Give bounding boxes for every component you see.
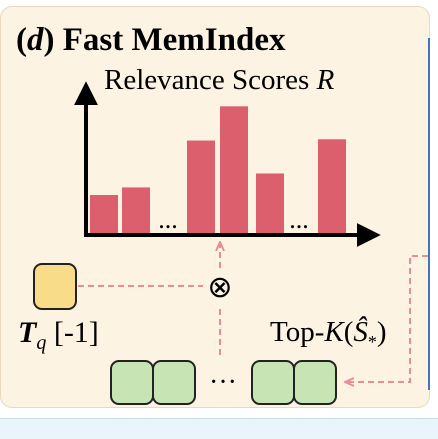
memory-block-2	[152, 360, 196, 405]
topk-k: K	[324, 316, 344, 348]
query-subscript: q	[36, 332, 47, 354]
relevance-bar-6	[318, 139, 346, 233]
chart-ellipsis-1: ...	[158, 205, 178, 234]
topk-label: Top-K(Ŝ*)	[270, 316, 387, 353]
topk-prefix: Top-	[270, 316, 325, 348]
relevance-bar-4	[220, 106, 248, 233]
relevance-bar-1	[90, 195, 118, 233]
relevance-bar-5	[256, 173, 284, 233]
chart-title-symbol: R	[316, 64, 335, 96]
relevance-bar-2	[122, 187, 150, 233]
next-panel-strip	[0, 418, 438, 439]
topk-s-hat: Ŝ	[353, 316, 368, 348]
relevance-bar-3	[187, 140, 215, 233]
panel-letter: d	[27, 22, 44, 58]
multiply-operator-icon: ⊗	[207, 270, 232, 305]
query-token-label: Tq [-1]	[18, 316, 99, 355]
relevance-bars	[90, 106, 346, 233]
adjacent-panel-edge	[428, 38, 438, 390]
query-symbol: T	[18, 316, 37, 349]
topk-feedback-arrow	[346, 255, 428, 382]
memory-ellipsis: ···	[209, 367, 237, 398]
memory-block-1	[110, 360, 154, 405]
query-index: [-1]	[53, 316, 99, 349]
panel-title: (d) Fast MemIndex	[16, 22, 286, 58]
chart-title: Relevance Scores R	[104, 64, 334, 97]
memory-block-3	[251, 360, 295, 405]
topk-close-paren: )	[376, 316, 387, 348]
memory-block-4	[293, 360, 337, 405]
topk-open-paren: (	[343, 316, 354, 348]
topk-subscript: *	[367, 331, 377, 352]
chart-title-text: Relevance Scores	[104, 64, 310, 96]
chart-ellipsis-2: ...	[289, 205, 309, 234]
query-token-block	[33, 263, 77, 310]
panel-title-text: Fast MemIndex	[62, 22, 286, 58]
